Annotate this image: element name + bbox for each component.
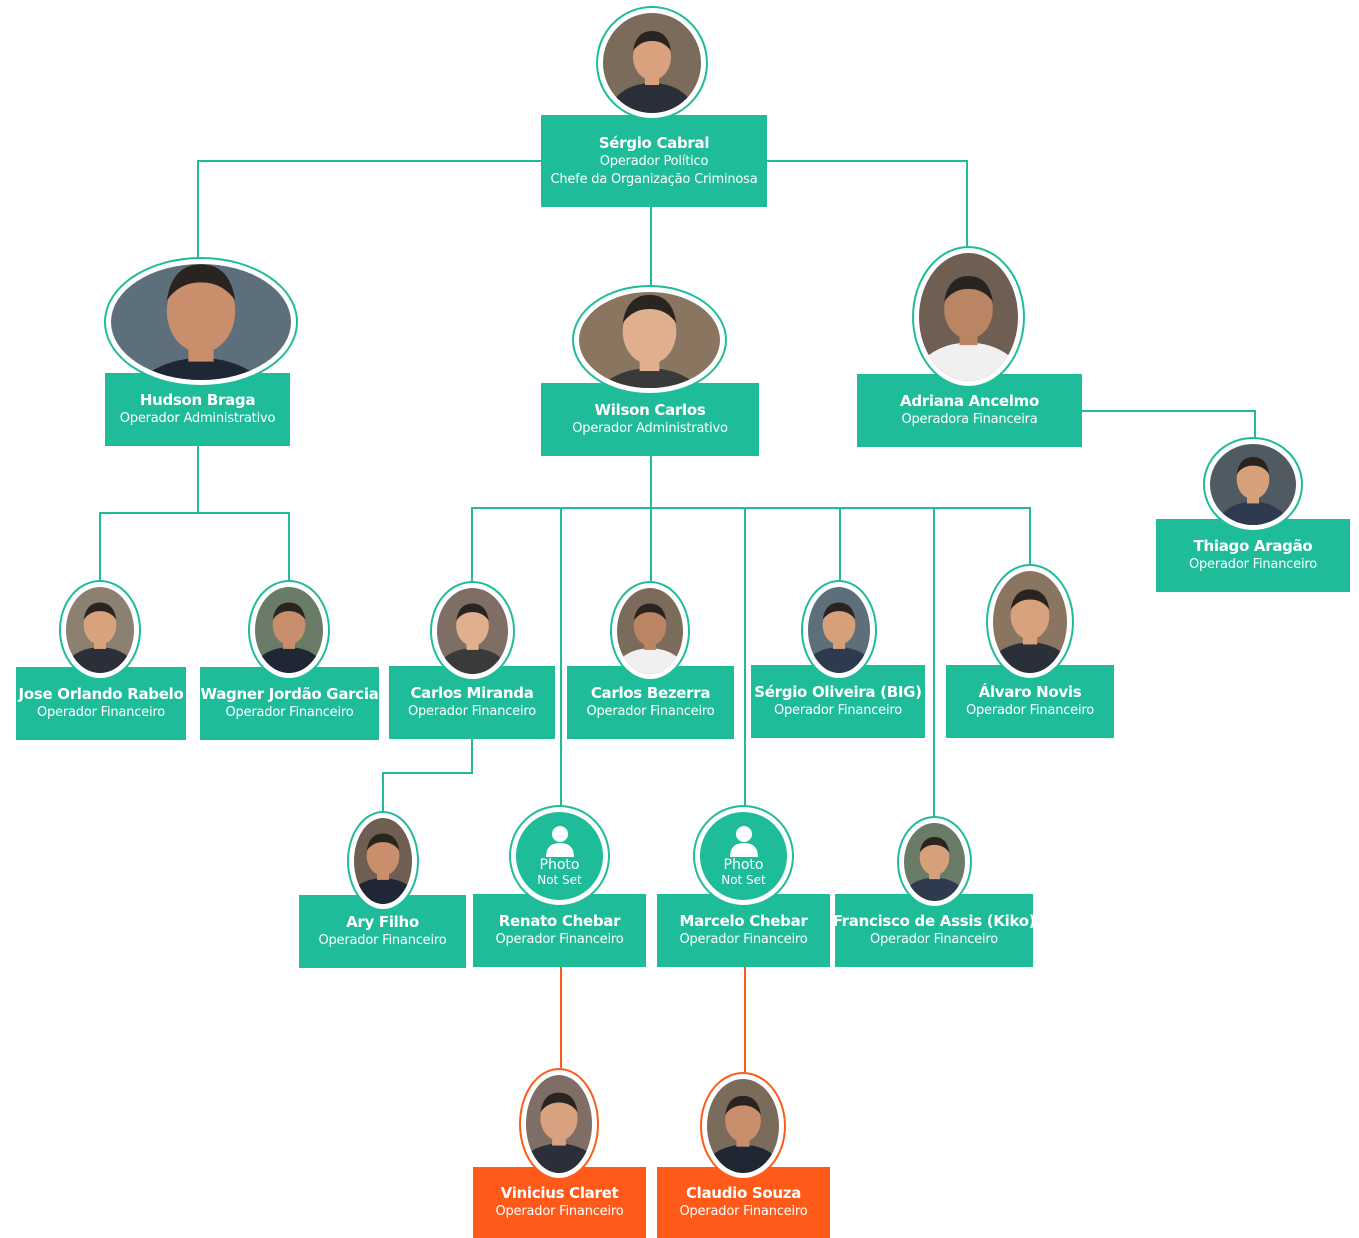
sergio-oliveira-photo [801, 580, 877, 680]
node-name: Vinicius Claret [500, 1184, 619, 1202]
node-role: Operador Financeiro [679, 932, 808, 947]
node-name: Sérgio Cabral [598, 133, 710, 152]
node-role-secondary: Chefe da Organização Criminosa [550, 171, 758, 187]
node-role: Operador Administrativo [119, 411, 276, 426]
link-sergio_cabral-to-hudson_braga [197, 160, 541, 257]
portrait-image [111, 264, 291, 380]
node-name: Carlos Bezerra [590, 684, 711, 702]
claudio-souza-photo [700, 1072, 786, 1180]
node-name: Francisco de Assis (Kiko) [832, 912, 1036, 930]
node-name: Álvaro Novis [978, 683, 1082, 701]
node-name: Adriana Ancelmo [900, 392, 1039, 410]
adriana-ancelmo-photo [912, 246, 1025, 388]
node-name: Thiago Aragão [1193, 537, 1313, 555]
portrait-image [354, 818, 412, 904]
carlos-miranda-photo [430, 581, 515, 681]
node-name: Wagner Jordão Garcia [200, 685, 379, 703]
node-name: Wilson Carlos [594, 401, 706, 419]
portrait-image [904, 823, 965, 901]
node-name: Renato Chebar [498, 912, 621, 930]
node-name: Carlos Miranda [410, 684, 534, 702]
node-name: Claudio Souza [685, 1184, 802, 1202]
portrait-image [1210, 444, 1296, 525]
node-role: Operador Financeiro [407, 704, 537, 719]
jose-orlando-rabelo-photo [59, 580, 141, 680]
link-carlos_miranda-to-ary_filho [382, 739, 473, 811]
node-role: Operador Financeiro [679, 1204, 808, 1219]
link-sergio_cabral-to-adriana_ancelmo [767, 160, 968, 246]
portrait-image [603, 13, 701, 113]
wilson-carlos-photo [572, 285, 727, 395]
person-icon [729, 825, 758, 857]
alvaro-novis-photo [986, 564, 1074, 680]
node-role: Operador Financeiro [225, 705, 354, 720]
node-role: Operador Administrativo [572, 421, 728, 436]
portrait-image [808, 587, 870, 673]
node-role: Operador Financeiro [318, 933, 447, 948]
vinicius-claret-photo [519, 1068, 599, 1180]
portrait-image [617, 588, 683, 674]
node-name: Sérgio Oliveira (BIG) [754, 683, 922, 701]
node-name: Jose Orlando Rabelo [18, 685, 184, 703]
portrait-image [707, 1079, 779, 1173]
node-role: Operador Político [599, 153, 709, 169]
thiago-aragao-photo [1203, 437, 1303, 532]
node-role: Operador Financeiro [1188, 557, 1318, 572]
ary-filho-photo [347, 811, 419, 911]
node-role: Operadora Financeira [901, 412, 1038, 427]
hudson-braga-photo [104, 257, 298, 387]
node-role: Operador Financeiro [586, 704, 715, 719]
portrait-image [66, 587, 134, 673]
person-icon [545, 825, 574, 857]
node-role: Operador Financeiro [495, 932, 624, 947]
node-role: Operador Financeiro [965, 703, 1095, 718]
photo-placeholder-text: Photo [539, 856, 580, 873]
link-wilson_carlos-to-alvaro_novis [840, 507, 1031, 564]
node-role: Operador Financeiro [495, 1204, 624, 1219]
portrait-image [437, 588, 508, 674]
node-role: Operador Financeiro [773, 703, 903, 718]
photo-placeholder-text: Photo [723, 856, 764, 873]
link-adriana_ancelmo-to-thiago_aragao [1082, 410, 1256, 437]
node-name: Ary Filho [346, 913, 419, 931]
carlos-bezerra-photo [610, 581, 690, 681]
portrait-image [993, 571, 1067, 673]
wagner-jordao-garcia-photo [248, 580, 330, 680]
francisco-de-assis-photo [897, 816, 972, 908]
node-name: Hudson Braga [139, 391, 256, 409]
photo-placeholder-subtext: Not Set [537, 872, 582, 887]
portrait-image [526, 1075, 592, 1173]
node-role: Operador Financeiro [36, 705, 166, 720]
link-hudson_braga-to-jose_orlando_rabelo [99, 446, 199, 580]
portrait-image [579, 292, 720, 388]
portrait-image [919, 253, 1018, 381]
node-name: Marcelo Chebar [679, 912, 808, 930]
portrait-image [255, 587, 323, 673]
link-hudson_braga-to-wagner_jordao_garcia [197, 446, 290, 580]
sergio-cabral-photo [596, 6, 708, 120]
node-role: Operador Financeiro [869, 932, 999, 947]
photo-placeholder-subtext: Not Set [721, 872, 766, 887]
